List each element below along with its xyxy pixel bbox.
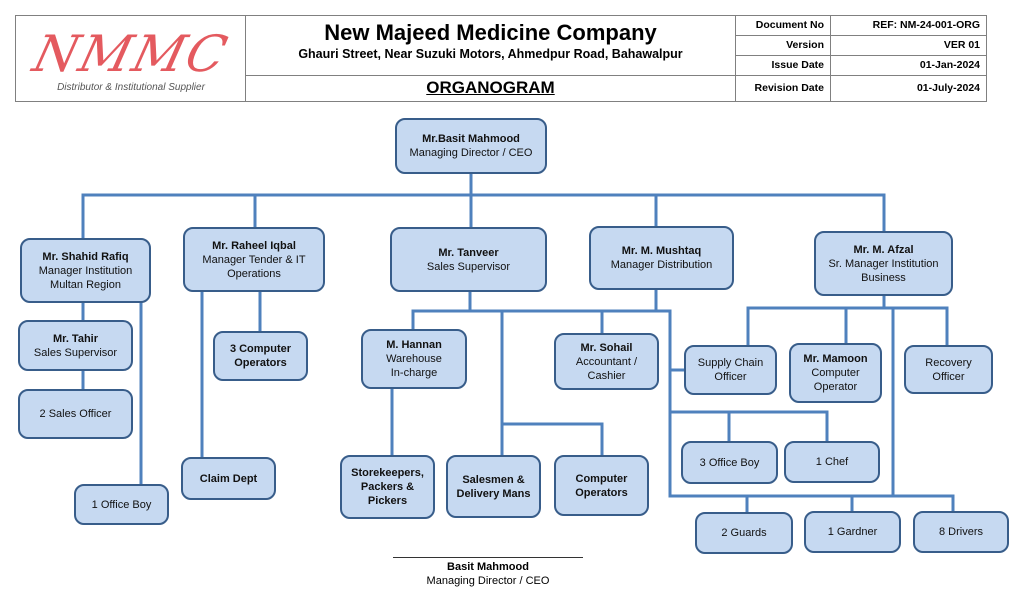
- node-label: Officer: [714, 371, 747, 383]
- node-tahir[interactable]: Mr. Tahir Sales Supervisor: [18, 320, 133, 371]
- meta-value: VER 01: [943, 39, 980, 51]
- node-role: Sales Supervisor: [426, 260, 511, 273]
- node-ceo[interactable]: Mr.Basit Mahmood Managing Director / CEO: [395, 118, 547, 174]
- node-role: Manager Institution: [38, 264, 133, 277]
- node-name: M. Hannan: [386, 339, 442, 351]
- meta-label: Version: [736, 36, 831, 55]
- node-label: 2 Sales Officer: [39, 408, 112, 420]
- node-drivers[interactable]: 8 Drivers: [913, 511, 1009, 553]
- node-recovery-officer[interactable]: Recovery Officer: [904, 345, 993, 394]
- node-role: Managing Director / CEO: [409, 147, 533, 159]
- node-label: Salesmen &: [462, 473, 525, 486]
- node-label: Delivery Mans: [456, 487, 531, 500]
- node-label: 8 Drivers: [938, 526, 983, 538]
- node-name: Mr.Basit Mahmood: [422, 133, 520, 145]
- node-label: Operators: [575, 486, 628, 499]
- node-salesmen[interactable]: Salesmen & Delivery Mans: [446, 455, 541, 518]
- node-role: In-charge: [390, 367, 438, 379]
- node-role: Operator: [813, 381, 858, 393]
- node-name: Mr. Mamoon: [803, 353, 868, 365]
- node-computer-operators[interactable]: Computer Operators: [554, 455, 649, 516]
- logo-tagline: Distributor & Institutional Supplier: [57, 82, 205, 93]
- meta-row-document-no: Document No REF: NM-24-001-ORG: [736, 16, 986, 36]
- meta-value: 01-Jan-2024: [919, 59, 980, 71]
- node-sohail[interactable]: Mr. Sohail Accountant / Cashier: [554, 333, 659, 390]
- node-chef[interactable]: 1 Chef: [784, 441, 880, 483]
- node-label: Claim Dept: [199, 472, 258, 485]
- node-role: Manager Tender & IT: [202, 253, 306, 266]
- node-label: Pickers: [367, 495, 408, 507]
- document-header: NMMC Distributor & Institutional Supplie…: [15, 15, 987, 102]
- node-name: Mr. Sohail: [580, 341, 633, 354]
- logo-cell: NMMC Distributor & Institutional Supplie…: [16, 16, 246, 101]
- node-guards[interactable]: 2 Guards: [695, 512, 793, 554]
- node-office-boy-1[interactable]: 1 Office Boy: [74, 484, 169, 525]
- company-address: Ghauri Street, Near Suzuki Motors, Ahmed…: [298, 47, 683, 61]
- node-name: Mr. M. Afzal: [853, 243, 914, 256]
- node-raheel-iqbal[interactable]: Mr. Raheel Iqbal Manager Tender & IT Ope…: [183, 227, 325, 292]
- node-role: Warehouse: [386, 353, 442, 365]
- node-hannan[interactable]: M. Hannan Warehouse In-charge: [361, 329, 467, 389]
- node-label: 3 Computer: [229, 343, 292, 355]
- node-name: Mr. Raheel Iqbal: [212, 239, 296, 252]
- node-role: Operations: [227, 267, 281, 280]
- node-label: Recovery: [925, 356, 972, 369]
- node-office-boy-3[interactable]: 3 Office Boy: [681, 441, 778, 484]
- node-label: 1 Gardner: [827, 526, 878, 538]
- node-role: Computer: [811, 367, 860, 379]
- node-label: Operators: [234, 357, 287, 369]
- node-label: Computer: [575, 472, 628, 485]
- node-storekeepers[interactable]: Storekeepers, Packers & Pickers: [340, 455, 435, 519]
- signature-name: Basit Mahmood: [447, 561, 529, 573]
- node-supply-chain-officer[interactable]: Supply Chain Officer: [684, 345, 777, 395]
- node-computer-operators-3[interactable]: 3 Computer Operators: [213, 331, 308, 381]
- meta-value: 01-July-2024: [916, 82, 980, 94]
- node-mamoon[interactable]: Mr. Mamoon Computer Operator: [789, 343, 882, 403]
- node-gardner[interactable]: 1 Gardner: [804, 511, 901, 553]
- node-sales-officer[interactable]: 2 Sales Officer: [18, 389, 133, 439]
- node-label: Storekeepers,: [351, 467, 424, 479]
- node-name: Mr. Tahir: [52, 332, 99, 345]
- company-name: New Majeed Medicine Company: [324, 20, 657, 45]
- node-role: Cashier: [587, 369, 626, 382]
- signature-role: Managing Director / CEO: [426, 575, 550, 587]
- node-label: 3 Office Boy: [699, 456, 760, 469]
- meta-label: Revision Date: [736, 76, 831, 101]
- node-label: 1 Office Boy: [91, 498, 152, 511]
- node-name: Mr. Tanveer: [438, 246, 499, 259]
- node-claim-dept[interactable]: Claim Dept: [181, 457, 276, 500]
- node-label: 2 Guards: [721, 527, 767, 539]
- node-role: Business: [861, 271, 906, 284]
- node-label: Packers &: [360, 481, 415, 493]
- node-label: Supply Chain: [697, 357, 764, 369]
- node-tanveer[interactable]: Mr. Tanveer Sales Supervisor: [390, 227, 547, 292]
- meta-row-issue-date: Issue Date 01-Jan-2024: [736, 56, 986, 76]
- meta-value: REF: NM-24-001-ORG: [872, 19, 980, 31]
- meta-row-revision-date: Revision Date 01-July-2024: [736, 76, 986, 101]
- document-title: ORGANOGRAM: [426, 78, 555, 97]
- signature-line: [393, 557, 583, 558]
- node-label: Officer: [932, 370, 965, 383]
- company-cell: New Majeed Medicine Company Ghauri Stree…: [246, 16, 736, 76]
- node-role: Sr. Manager Institution: [828, 257, 939, 270]
- meta-row-version: Version VER 01: [736, 36, 986, 56]
- node-role: Sales Supervisor: [33, 346, 118, 359]
- node-role: Accountant /: [575, 355, 638, 368]
- node-role: Multan Region: [50, 278, 121, 291]
- meta-label: Document No: [736, 16, 831, 35]
- title-cell: ORGANOGRAM: [246, 76, 736, 101]
- node-label: 1 Chef: [815, 456, 849, 468]
- node-role: Manager Distribution: [610, 259, 713, 271]
- node-name: Mr. Shahid Rafiq: [42, 250, 129, 263]
- meta-label: Issue Date: [736, 56, 831, 75]
- node-shahid-rafiq[interactable]: Mr. Shahid Rafiq Manager Institution Mul…: [20, 238, 151, 303]
- node-afzal[interactable]: Mr. M. Afzal Sr. Manager Institution Bus…: [814, 231, 953, 296]
- node-name: Mr. M. Mushtaq: [621, 245, 702, 257]
- node-mushtaq[interactable]: Mr. M. Mushtaq Manager Distribution: [589, 226, 734, 290]
